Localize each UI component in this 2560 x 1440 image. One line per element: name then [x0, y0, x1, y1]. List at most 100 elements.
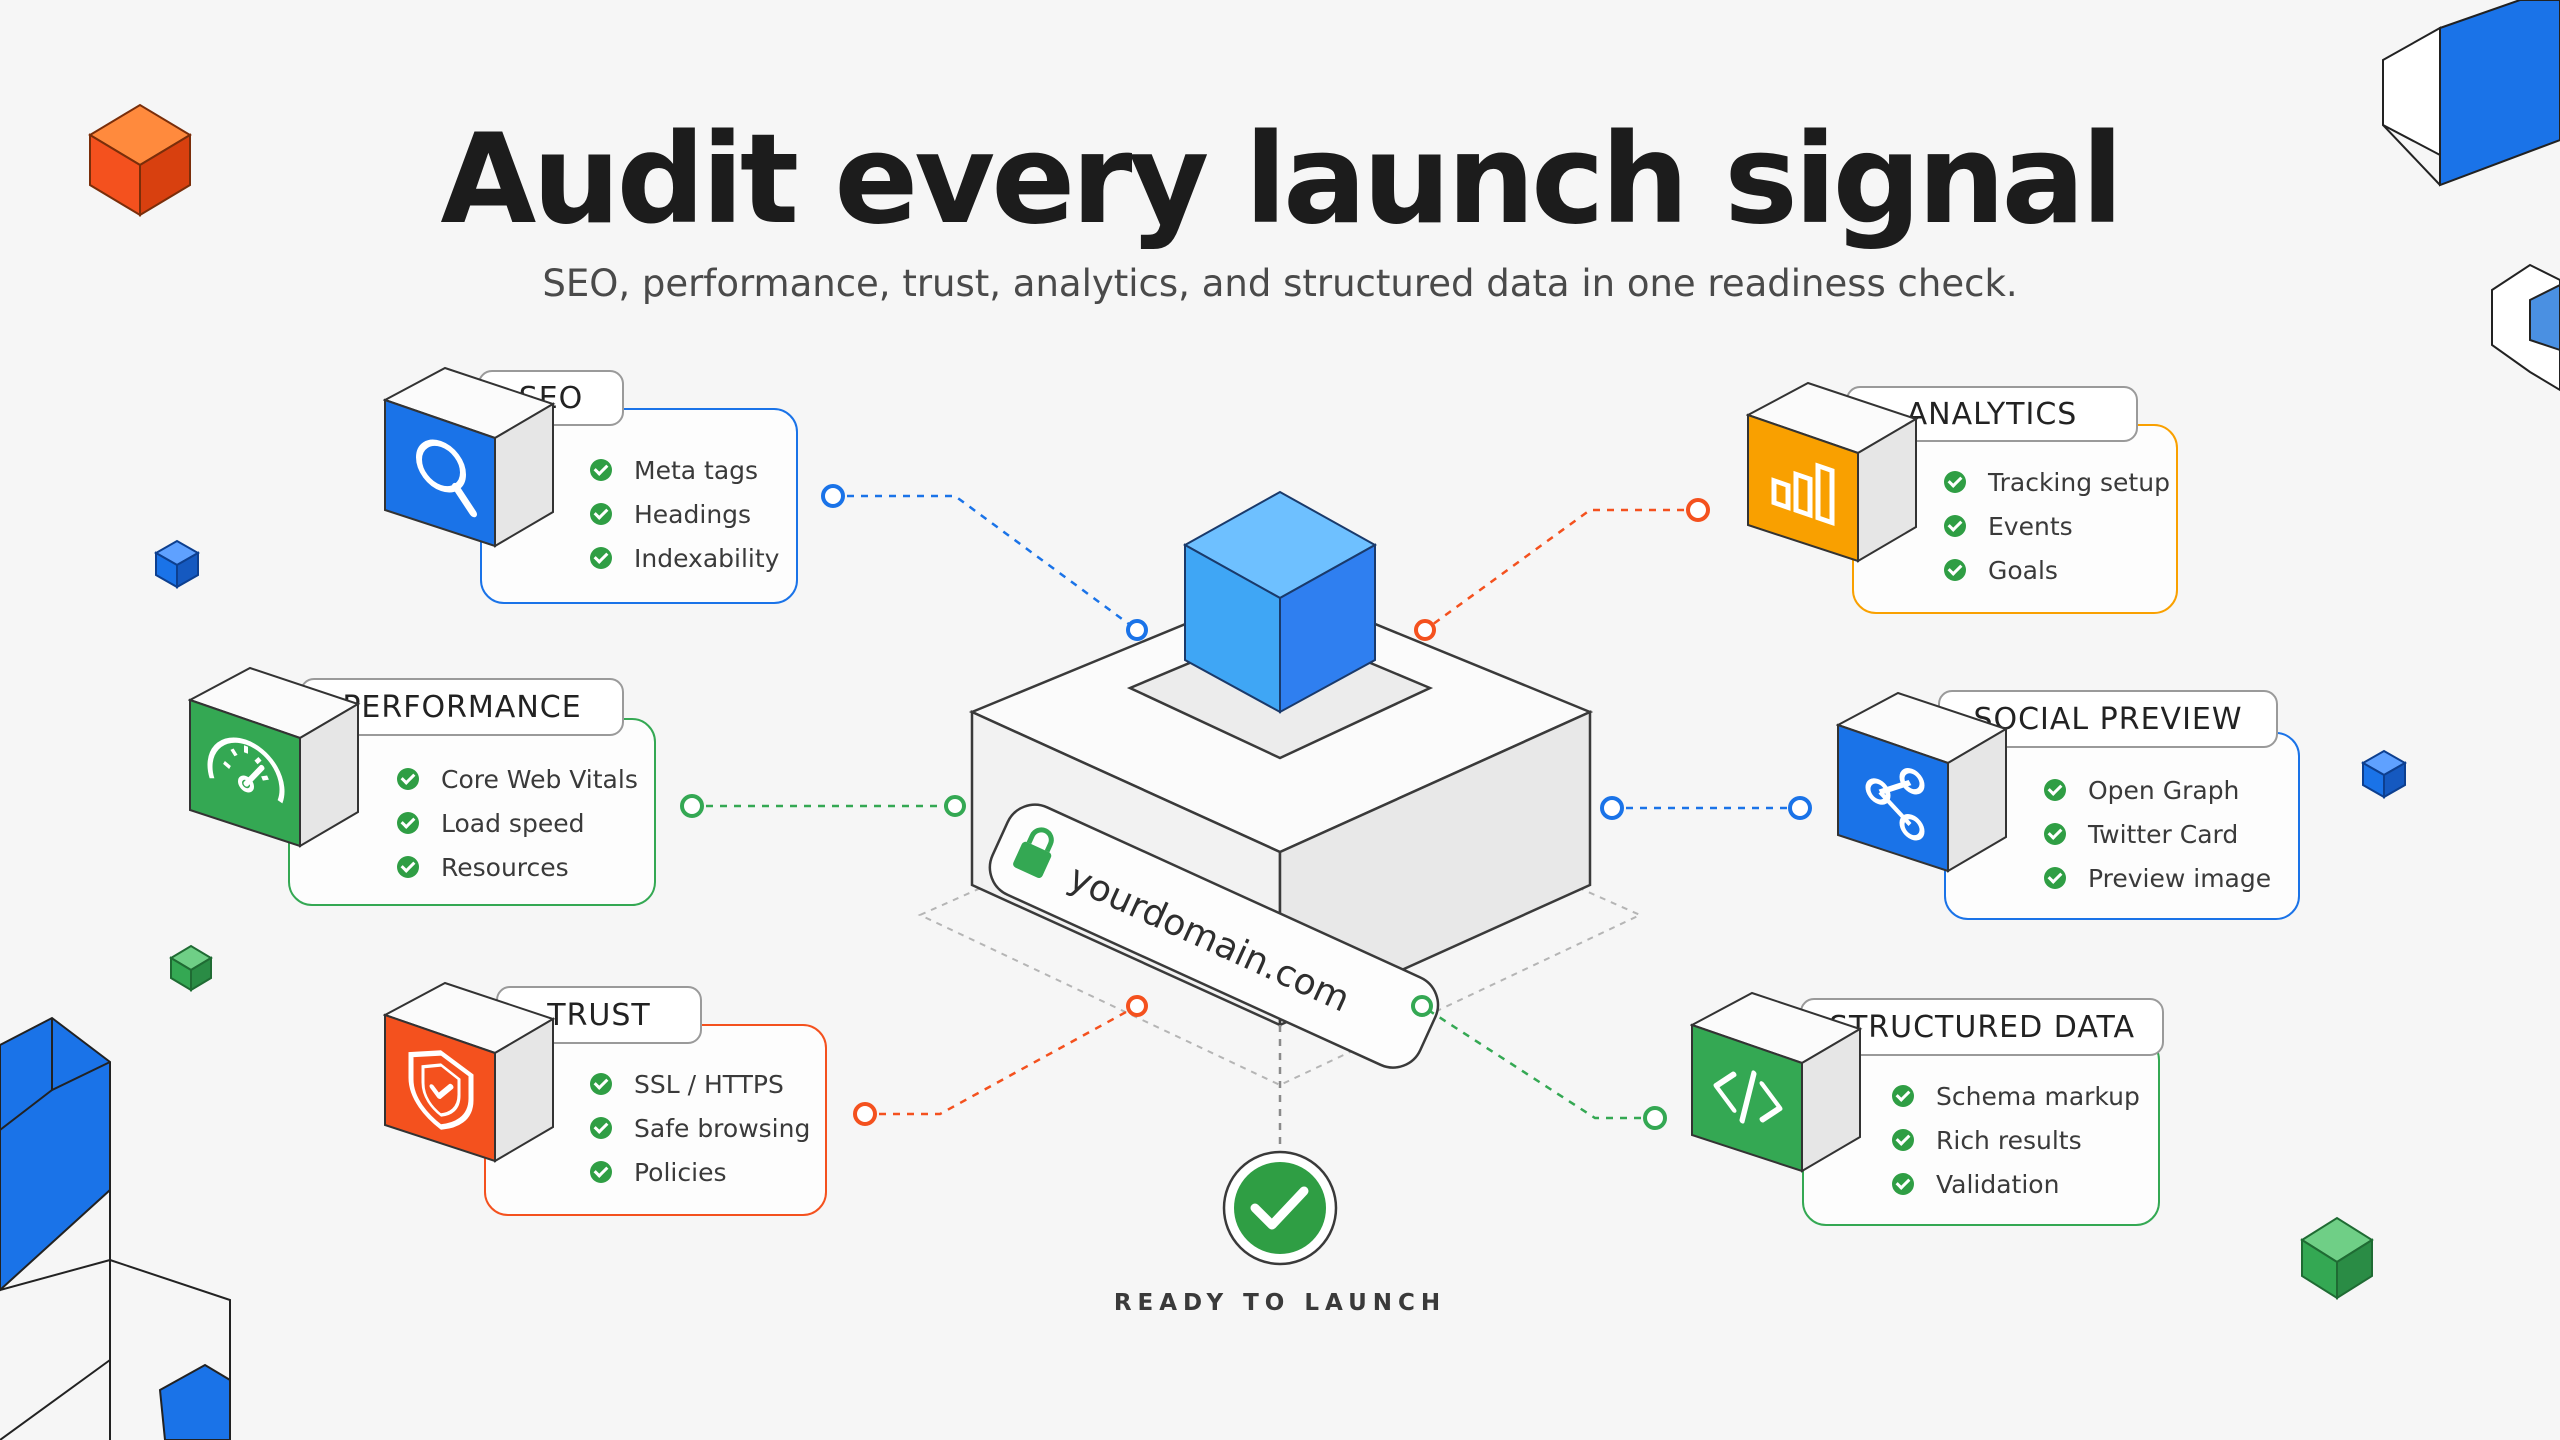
checklist-item: Validation	[1892, 1162, 2140, 1206]
performance-label: PERFORMANCE	[300, 678, 624, 736]
structured-node-outer	[1643, 1106, 1667, 1130]
check-icon	[590, 547, 612, 569]
checklist-item-label: Open Graph	[2088, 775, 2240, 805]
check-icon	[590, 503, 612, 525]
small-blue-cube-right-decoration	[2360, 749, 2408, 799]
small-blue-cube-decoration	[153, 539, 201, 589]
checklist-item-label: Safe browsing	[634, 1113, 811, 1143]
checklist-item-label: Load speed	[441, 808, 585, 838]
checklist-item: Rich results	[1892, 1118, 2140, 1162]
performance-node-outer	[680, 794, 704, 818]
checklist-item-label: Goals	[1988, 555, 2058, 585]
check-icon	[590, 1117, 612, 1139]
checklist-item: Safe browsing	[590, 1106, 810, 1150]
trust-connector	[865, 1004, 1138, 1116]
checklist-item: SSL / HTTPS	[590, 1062, 810, 1106]
checklist-item: Headings	[590, 492, 779, 536]
check-icon	[1892, 1173, 1914, 1195]
checklist-item: Policies	[590, 1150, 810, 1194]
analytics-node-inner	[1414, 619, 1436, 641]
checklist-item-label: Tracking setup	[1988, 467, 2170, 497]
seo-node-inner	[1126, 619, 1148, 641]
code-icon	[1713, 1070, 1783, 1124]
orange-cube-decoration	[88, 103, 192, 217]
performance-node-inner	[944, 795, 966, 817]
check-icon	[1944, 515, 1966, 537]
social-node-inner	[1600, 796, 1624, 820]
top-right-block-decoration	[2382, 0, 2560, 187]
social-node-outer	[1788, 796, 1812, 820]
ready-check-icon	[1222, 1150, 1338, 1266]
checklist-item: Twitter Card	[2044, 812, 2271, 856]
check-icon	[1892, 1129, 1914, 1151]
checklist-item: Schema markup	[1892, 1074, 2140, 1118]
checklist-item: Goals	[1944, 548, 2170, 592]
check-icon	[590, 1073, 612, 1095]
checklist-item: Tracking setup	[1944, 460, 2170, 504]
trust-node-inner	[1126, 995, 1148, 1017]
magnifier-icon	[416, 439, 477, 518]
bar-chart-icon	[1771, 462, 1835, 527]
checklist-item-label: Validation	[1936, 1169, 2060, 1199]
ready-status-label: READY TO LAUNCH	[1113, 1290, 1447, 1316]
shield-check-icon	[408, 1050, 474, 1130]
speedometer-icon	[207, 737, 285, 804]
page-title: Audit every launch signal	[440, 108, 2123, 252]
checklist-item: Open Graph	[2044, 768, 2271, 812]
check-icon	[590, 1161, 612, 1183]
checklist-item-label: Headings	[634, 499, 752, 529]
analytics-connector	[1424, 508, 1698, 632]
checklist-item-label: Core Web Vitals	[441, 764, 638, 794]
bottom-left-block-decoration	[0, 1016, 231, 1440]
checklist-item: Load speed	[397, 801, 638, 845]
check-icon	[590, 459, 612, 481]
checklist-item: Events	[1944, 504, 2170, 548]
checklist-item-label: Policies	[634, 1157, 727, 1187]
trust-node-outer	[853, 1102, 877, 1126]
checklist-item-label: Indexability	[634, 543, 780, 573]
right-edge-cube-decoration	[2491, 263, 2560, 392]
checklist-item-label: Preview image	[2088, 863, 2272, 893]
share-icon	[1865, 767, 1925, 841]
check-icon	[2044, 779, 2066, 801]
check-icon	[397, 812, 419, 834]
performance-cube	[188, 666, 361, 848]
checklist-item: Indexability	[590, 536, 779, 580]
structured-connector	[1421, 1004, 1655, 1120]
checklist-item-label: Rich results	[1936, 1125, 2082, 1155]
check-icon	[1944, 559, 1966, 581]
hub-cube	[1182, 490, 1378, 714]
check-icon	[1944, 471, 1966, 493]
check-icon	[2044, 823, 2066, 845]
trust-cube	[383, 981, 556, 1163]
checklist-item-label: Resources	[441, 852, 569, 882]
check-icon	[2044, 867, 2066, 889]
analytics-node-outer	[1686, 498, 1710, 522]
checklist-item-label: Schema markup	[1936, 1081, 2140, 1111]
checklist-item-label: Twitter Card	[2088, 819, 2239, 849]
checklist-item-label: SSL / HTTPS	[634, 1069, 784, 1099]
checklist-item: Core Web Vitals	[397, 757, 638, 801]
checklist-item: Meta tags	[590, 448, 779, 492]
seo-cube	[383, 366, 556, 548]
page-subtitle: SEO, performance, trust, analytics, and …	[542, 262, 2018, 305]
green-cube-right-decoration	[2300, 1216, 2374, 1300]
seo-node-outer	[821, 484, 845, 508]
checklist-item-label: Events	[1988, 511, 2073, 541]
analytics-cube	[1746, 381, 1919, 563]
check-icon	[1892, 1085, 1914, 1107]
structured-node-inner	[1411, 995, 1433, 1017]
checklist-item: Resources	[397, 845, 638, 889]
small-green-cube-decoration	[169, 944, 213, 992]
check-icon	[397, 856, 419, 878]
